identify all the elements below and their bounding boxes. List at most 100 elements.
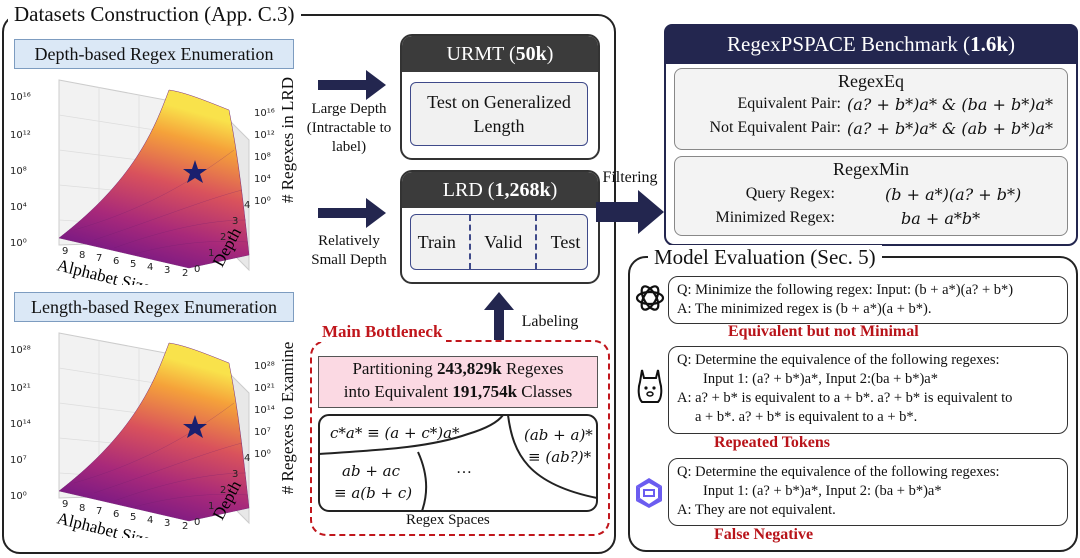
urmt-task: Test on Generalized Length xyxy=(410,82,588,146)
arrow-up-icon xyxy=(484,292,514,340)
minimized-label: Minimized Regex: xyxy=(715,209,835,226)
tick: 10⁴ xyxy=(254,174,271,185)
qa-box-2: Q: Determine the equivalence of the foll… xyxy=(668,346,1068,434)
tick: 10¹² xyxy=(254,130,275,141)
benchmark-title: RegexPSPACE Benchmark (1.6k) xyxy=(664,24,1078,64)
verdict-3: False Negative xyxy=(714,526,814,543)
datasets-title: Datasets Construction (App. C.3) xyxy=(8,2,301,26)
answer-1: A: The minimized regex is (b + a*)(a + b… xyxy=(677,301,932,317)
llama-logo-icon xyxy=(637,369,663,403)
svg-text:10¹⁴: 10¹⁴ xyxy=(254,405,275,416)
filter-arrow-icon xyxy=(596,190,664,234)
svg-text:10¹⁴: 10¹⁴ xyxy=(10,419,31,430)
split-valid: Valid xyxy=(484,232,523,252)
regexmin-title: RegexMin xyxy=(833,159,909,179)
svg-text:8: 8 xyxy=(79,250,85,261)
evaluation-title: Model Evaluation (Sec. 5) xyxy=(648,245,882,269)
neq-pair-value: (a? + b*)a* & (ab + b*)a* xyxy=(847,119,1053,138)
question-3-input: Input 1: (a? + b*)a*, Input 2: (ba + b*)… xyxy=(703,483,942,499)
svg-text:10²⁸: 10²⁸ xyxy=(10,345,31,356)
verdict-2: Repeated Tokens xyxy=(714,434,831,451)
labeling-label: Labeling xyxy=(521,313,579,330)
svg-text:4: 4 xyxy=(147,515,153,526)
partition-box: Partitioning 243,829k Regexes into Equiv… xyxy=(318,356,598,408)
bottleneck-title: Main Bottleneck xyxy=(318,322,447,342)
regex-spaces-label: Regex Spaces xyxy=(406,512,490,528)
small-depth-label: Relatively Small Depth xyxy=(311,233,387,268)
openai-logo-icon xyxy=(635,285,665,311)
lrd-box: LRD (1,268k) Train Valid Test xyxy=(400,170,600,284)
filtering-label: Filtering xyxy=(602,169,658,186)
tick: 10¹⁶ xyxy=(10,92,31,103)
urmt-box: URMT (50k) Test on Generalized Length xyxy=(400,34,600,160)
svg-text:10⁷: 10⁷ xyxy=(254,427,271,438)
svg-text:10⁰: 10⁰ xyxy=(254,449,271,460)
arrow-right-icon xyxy=(318,198,386,228)
regexeq-box: RegexEq Equivalent Pair: (a? + b*)a* & (… xyxy=(674,68,1068,150)
minimized-value: ba + a*b* xyxy=(901,209,981,228)
depth-surface-plot: 10¹⁶ 10¹² 10⁸ 10⁴ 10⁰ 10¹⁶ 10¹² 10⁸ 10⁴ … xyxy=(10,79,275,285)
x-axis-label: Alphabet Size xyxy=(55,508,153,538)
svg-text:5: 5 xyxy=(130,512,136,523)
svg-text:10⁷: 10⁷ xyxy=(10,455,27,466)
tick: 10¹² xyxy=(10,130,31,141)
tick: 10⁰ xyxy=(254,196,271,207)
eq-class-3a: ab + ac xyxy=(342,462,400,480)
svg-text:6: 6 xyxy=(113,256,119,267)
answer-2-cont: a + b*. a? + b* is equivalent to a + b*. xyxy=(695,409,918,425)
datasets-frame xyxy=(2,14,616,554)
svg-text:6: 6 xyxy=(113,509,119,520)
eq-class-3b: ≡ a(b + c) xyxy=(334,484,413,502)
svg-text:3: 3 xyxy=(164,265,170,276)
svg-text:9: 9 xyxy=(62,246,68,257)
ellipsis: … xyxy=(456,460,472,477)
eq-pair-label: Equivalent Pair: xyxy=(737,95,841,112)
svg-text:10²¹: 10²¹ xyxy=(254,383,275,394)
neq-pair-label: Not Equivalent Pair: xyxy=(709,119,841,136)
svg-text:8: 8 xyxy=(79,503,85,514)
eq-class-2a: (ab + a)* xyxy=(524,426,593,444)
svg-text:9: 9 xyxy=(62,499,68,510)
question-3: Q: Determine the equivalence of the foll… xyxy=(677,464,1000,480)
svg-text:7: 7 xyxy=(96,253,102,264)
split-test: Test xyxy=(550,232,581,252)
svg-text:7: 7 xyxy=(96,506,102,517)
eq-pair-value: (a? + b*)a* & (ba + b*)a* xyxy=(847,95,1053,114)
regexmin-box: RegexMin Query Regex: (b + a*)(a? + b*) … xyxy=(674,156,1068,236)
svg-text:3: 3 xyxy=(232,469,238,480)
depth-enum-label: Depth-based Regex Enumeration xyxy=(14,39,294,69)
svg-text:2: 2 xyxy=(182,268,188,279)
qwen-logo-icon xyxy=(636,478,662,508)
tick: 10⁸ xyxy=(254,152,271,163)
question-2: Q: Determine the equivalence of the foll… xyxy=(677,352,1000,368)
x-axis-label: Alphabet Size xyxy=(55,255,153,285)
svg-text:4: 4 xyxy=(244,200,250,211)
svg-text:1: 1 xyxy=(208,248,214,259)
arrow-right-icon xyxy=(318,70,386,100)
answer-2: A: a? + b* is equivalent to a + b*. a? +… xyxy=(677,390,1013,406)
svg-text:10²¹: 10²¹ xyxy=(10,383,31,394)
length-surface-plot: 10²⁸ 10²¹ 10¹⁴ 10⁷ 10⁰ 10²⁸ 10²¹ 10¹⁴ 10… xyxy=(10,332,275,538)
svg-text:10²⁸: 10²⁸ xyxy=(254,361,275,372)
query-value: (b + a*)(a? + b*) xyxy=(885,185,1022,204)
urmt-header: URMT (50k) xyxy=(402,36,598,72)
star-marker xyxy=(183,415,207,438)
qa-box-1: Q: Minimize the following regex: Input: … xyxy=(668,276,1068,324)
lrd-splits: Train Valid Test xyxy=(410,214,588,270)
question-2-input: Input 1: (a? + b*)a*, Input 2:(ba + b*)a… xyxy=(703,371,938,387)
tick: 10⁰ xyxy=(10,238,27,249)
z-axis-label-1: # Regexes in LRD xyxy=(278,76,297,204)
verdict-1: Equivalent but not Minimal xyxy=(728,323,919,340)
svg-text:4: 4 xyxy=(244,453,250,464)
tick: 10¹⁶ xyxy=(254,108,275,119)
svg-text:0: 0 xyxy=(194,517,200,528)
svg-text:5: 5 xyxy=(130,259,136,270)
eq-class-1: c*a* ≡ (a + c*)a* xyxy=(330,424,460,442)
tick: 10⁴ xyxy=(10,202,27,213)
svg-text:2: 2 xyxy=(220,232,226,243)
lrd-header: LRD (1,268k) xyxy=(402,172,598,208)
large-depth-label: Large Depth (Intractable to label) xyxy=(306,101,392,155)
eq-class-2b: ≡ (ab?)* xyxy=(528,448,592,466)
svg-text:0: 0 xyxy=(194,264,200,275)
svg-text:2: 2 xyxy=(220,485,226,496)
